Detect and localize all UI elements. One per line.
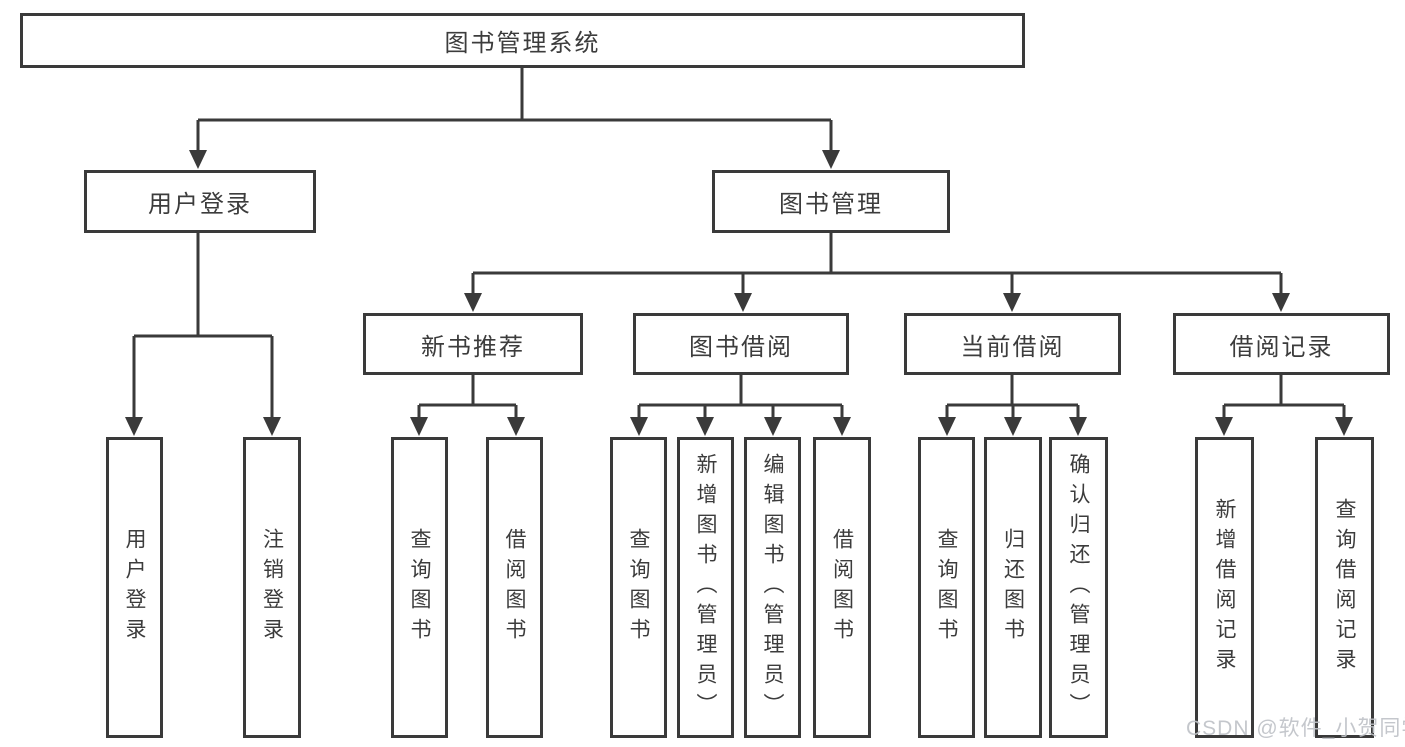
node-borrow-records: 借阅记录 xyxy=(1173,313,1390,375)
node-user-login: 用户登录 xyxy=(84,170,316,233)
leaf-label: 借阅图书 xyxy=(503,527,526,648)
node-query-books-recommend: 查询图书 xyxy=(391,437,448,738)
node-add-books-admin: 新增图书（管理员） xyxy=(677,437,734,738)
node-borrow-books: 借阅图书 xyxy=(813,437,871,738)
node-new-book-recommend: 新书推荐 xyxy=(363,313,583,375)
node-book-borrow: 图书借阅 xyxy=(633,313,849,375)
leaf-label: 注销登录 xyxy=(260,527,284,648)
leaf-label: 借阅图书 xyxy=(830,527,854,648)
node-query-borrow-record: 查询借阅记录 xyxy=(1315,437,1374,738)
leaf-label: 归还图书 xyxy=(1001,527,1025,648)
leaf-label: 查询图书 xyxy=(627,527,650,648)
node-edit-books-admin: 编辑图书（管理员） xyxy=(744,437,801,738)
csdn-watermark: CSDN @软件_小贺同学 xyxy=(1186,717,1405,740)
leaf-label: 新增图书（管理员） xyxy=(694,452,717,723)
leaf-label: 查询借阅记录 xyxy=(1333,497,1356,678)
node-user-login-leaf: 用户登录 xyxy=(106,437,163,738)
node-book-management: 图书管理 xyxy=(712,170,950,233)
node-confirm-return-admin: 确认归还（管理员） xyxy=(1049,437,1108,738)
leaf-label: 新增借阅记录 xyxy=(1213,497,1236,678)
node-return-books: 归还图书 xyxy=(984,437,1042,738)
leaf-label: 查询图书 xyxy=(408,527,431,648)
node-current-borrow: 当前借阅 xyxy=(904,313,1121,375)
leaf-label: 查询图书 xyxy=(935,527,958,648)
leaf-label: 编辑图书（管理员） xyxy=(761,452,784,723)
node-query-books-borrow: 查询图书 xyxy=(610,437,667,738)
node-add-borrow-record: 新增借阅记录 xyxy=(1195,437,1254,738)
node-query-books-current: 查询图书 xyxy=(918,437,975,738)
node-borrow-books-recommend: 借阅图书 xyxy=(486,437,543,738)
leaf-label: 用户登录 xyxy=(123,527,146,648)
node-logout: 注销登录 xyxy=(243,437,301,738)
node-library-management-system: 图书管理系统 xyxy=(20,13,1025,68)
leaf-label: 确认归还（管理员） xyxy=(1067,452,1090,723)
